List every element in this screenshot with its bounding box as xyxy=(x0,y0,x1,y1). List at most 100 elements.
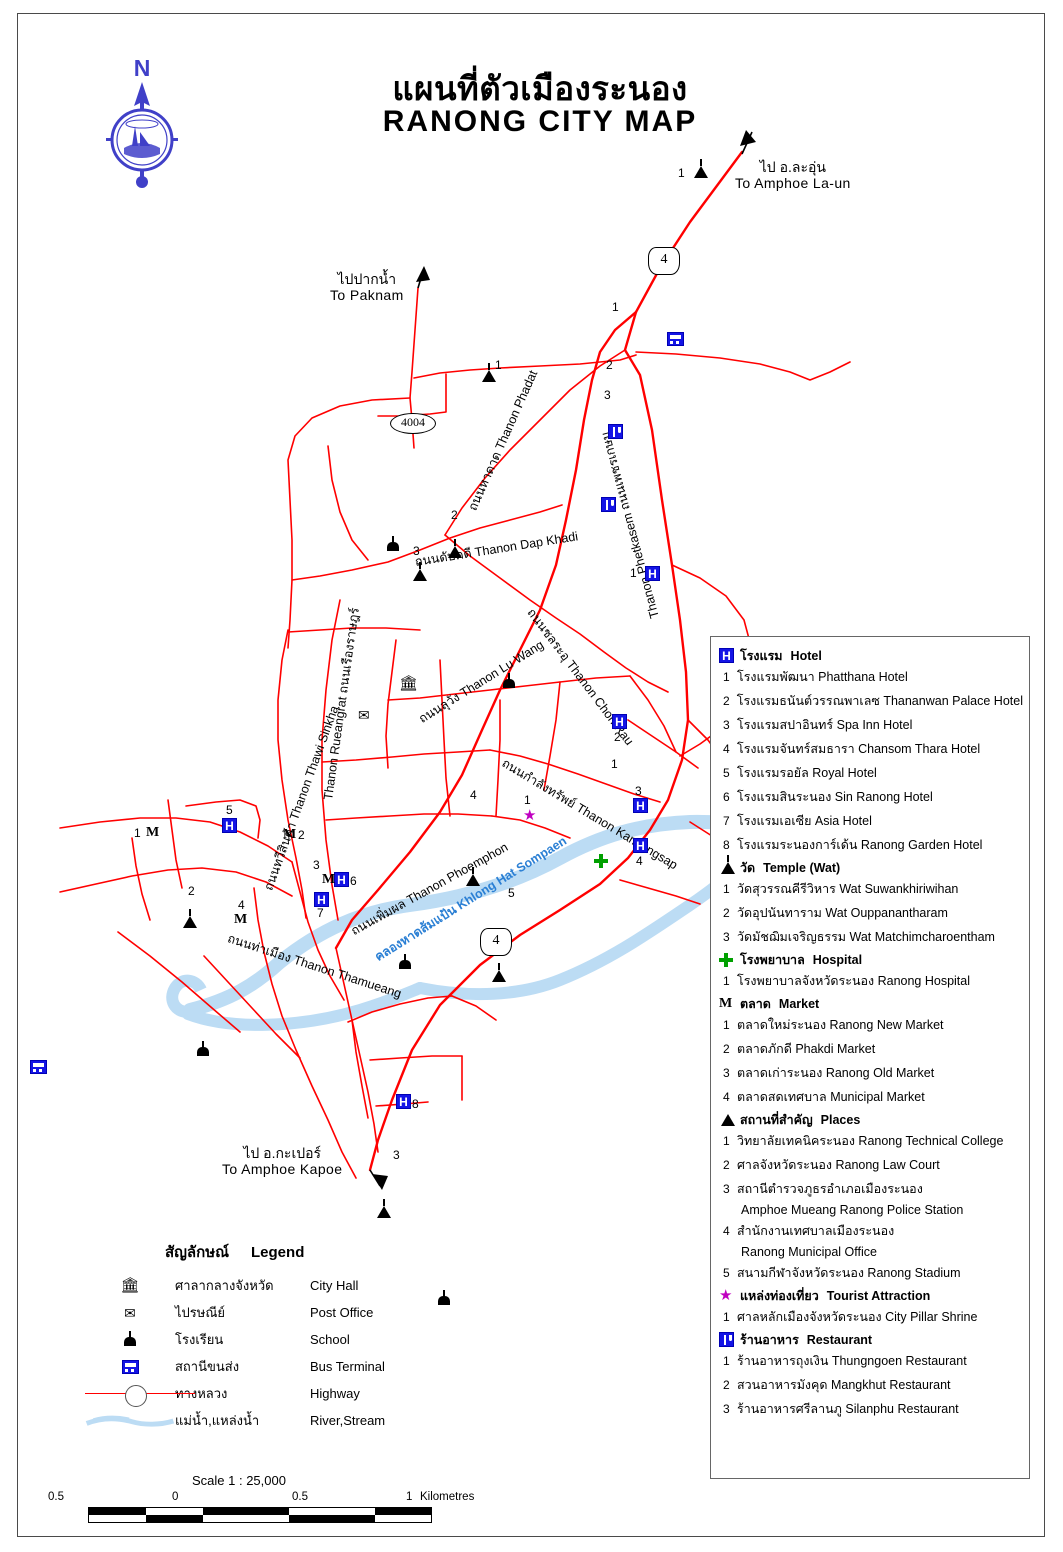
legend-bottom-title-thai: สัญลักษณ์ xyxy=(165,1244,230,1261)
direction-to-amphoe-kapoe: ไป อ.กะเปอร์ To Amphoe Kapoe xyxy=(222,1145,342,1177)
legend-item-text: โรงพยาบาลจังหวัดระนอง Ranong Hospital xyxy=(737,974,971,988)
legend-item-text: วิทยาลัยเทคนิคระนอง Ranong Technical Col… xyxy=(737,1134,1004,1148)
direction-arrows xyxy=(369,130,756,1190)
legend-item-number: 6 xyxy=(723,790,730,804)
legend-bottom-title: สัญลักษณ์Legend xyxy=(165,1240,585,1264)
map-restaurant-2 xyxy=(601,497,616,512)
map-market-3-number: 3 xyxy=(313,858,320,872)
legend-item-text: สถานีตำรวจภูธรอำเภอเมืองระนอง xyxy=(737,1182,923,1196)
legend-item-number: 4 xyxy=(723,1090,730,1104)
map-temple-3 xyxy=(413,562,427,581)
dir-la-un-en: To Amphoe La-un xyxy=(735,174,851,191)
legend-bl-english: River,Stream xyxy=(310,1413,386,1428)
post-office-icon: ✉ xyxy=(124,1304,136,1321)
compass-rose: N xyxy=(106,55,178,188)
map-temple-3b xyxy=(377,1199,391,1218)
place-triangle-icon xyxy=(719,1113,737,1126)
map-temple-3b-number: 3 xyxy=(393,1148,400,1162)
legend-item-number: 5 xyxy=(723,766,730,780)
map-attraction-1: ★ xyxy=(523,807,537,824)
map-hotel-1-number: 1 xyxy=(630,566,637,580)
compass-north-letter: N xyxy=(134,55,151,81)
map-temple-2b-number: 2 xyxy=(188,884,195,898)
legend-item-number: 2 xyxy=(723,1158,730,1172)
legend-item-text: โรงแรมสินระนอง Sin Ranong Hotel xyxy=(737,790,933,804)
map-market-2-number: 2 xyxy=(298,828,305,842)
scale-unit: Kilometres xyxy=(420,1491,475,1503)
legend-item-number: 1 xyxy=(723,882,730,896)
map-place-4 xyxy=(466,867,480,886)
map-school-4 xyxy=(196,1041,210,1056)
map-hotel-8: H xyxy=(396,1094,411,1109)
legend-item-number: 1 xyxy=(723,670,730,684)
map-market-4-number: 4 xyxy=(238,898,245,912)
legend-item-restaurant-1: 1 ร้านอาหารถุงเงิน Thungngoen Restaurant xyxy=(719,1351,1023,1371)
map-restaurant-1 xyxy=(608,424,623,439)
map-market-2: M xyxy=(283,827,297,842)
map-market-1: M xyxy=(146,825,160,840)
legend-item-text: ตลาดเก่าระนอง Ranong Old Market xyxy=(737,1066,935,1080)
legend-item-text: ร้านอาหารถุงเงิน Thungngoen Restaurant xyxy=(737,1354,967,1368)
legend-item-continuation: Amphoe Mueang Ranong Police Station xyxy=(741,1203,964,1217)
legend-section-title-en-hospital: Hospital xyxy=(812,952,863,967)
scale-tick-3: 1 xyxy=(406,1491,413,1503)
legend-item-market-3: 3 ตลาดเก่าระนอง Ranong Old Market xyxy=(719,1063,1023,1083)
legend-item-number: 1 xyxy=(723,974,730,988)
legend-bl-thai: ศาลากลางจังหวัด xyxy=(175,1278,274,1293)
legend-item-text: วัดมัชฌิมเจริญธรรม Wat Matchimcharoentha… xyxy=(737,930,995,944)
legend-item-text: โรงแรมสปาอินทร์ Spa Inn Hotel xyxy=(737,718,913,732)
scale-tick-2: 0.5 xyxy=(292,1491,308,1503)
map-hotel-3: H xyxy=(633,798,648,813)
legend-item-number: 5 xyxy=(723,1266,730,1280)
legend-item-text: ตลาดภักดี Phakdi Market xyxy=(737,1042,876,1056)
map-hotel-2: H xyxy=(612,714,627,729)
legend-item-number: 8 xyxy=(723,838,730,852)
map-hotel-5: H xyxy=(222,818,237,833)
legend-section-title-places: สถานที่สำคัญ xyxy=(740,1112,813,1127)
scale-tick-1: 0 xyxy=(172,1491,179,1503)
market-m-icon: M xyxy=(719,995,733,1011)
legend-item-number: 2 xyxy=(723,1042,730,1056)
dir-paknam-thai: ไปปากน้ำ xyxy=(337,271,397,287)
map-temple-2-number: 2 xyxy=(451,508,458,522)
legend-item-number: 3 xyxy=(723,1066,730,1080)
map-temple-1 xyxy=(694,159,708,178)
map-hotel-2-number: 2 xyxy=(614,730,621,744)
city-hall-icon: 🏛 xyxy=(120,1277,140,1294)
legend-item-number: 2 xyxy=(723,906,730,920)
legend-item-market-2: 2 ตลาดภักดี Phakdi Market xyxy=(719,1039,1023,1059)
legend-section-title-hospital: โรงพยาบาล xyxy=(740,952,805,967)
legend-bl-thai: สถานีขนส่ง xyxy=(175,1359,240,1374)
map-hotel-1: H xyxy=(645,566,660,581)
legend-item-number: 1 xyxy=(723,1354,730,1368)
map-temple-1b-number: 1 xyxy=(495,358,502,372)
legend-item-number: 2 xyxy=(723,694,730,708)
route-shield-4-north: 4 xyxy=(648,247,680,275)
legend-item-number: 3 xyxy=(723,1402,730,1416)
map-hotel-6-number: 6 xyxy=(350,874,357,888)
legend-section-title-restaurant: ร้านอาหาร xyxy=(740,1332,799,1347)
legend-bl-row-post-office: ✉ไปรษณีย์Post Office xyxy=(85,1299,505,1326)
route-shield-4-south: 4 xyxy=(480,928,512,956)
legend-bl-thai: ไปรษณีย์ xyxy=(175,1305,226,1320)
legend-section-title-tourist-attraction: แหล่งท่องเที่ยว xyxy=(740,1288,819,1303)
